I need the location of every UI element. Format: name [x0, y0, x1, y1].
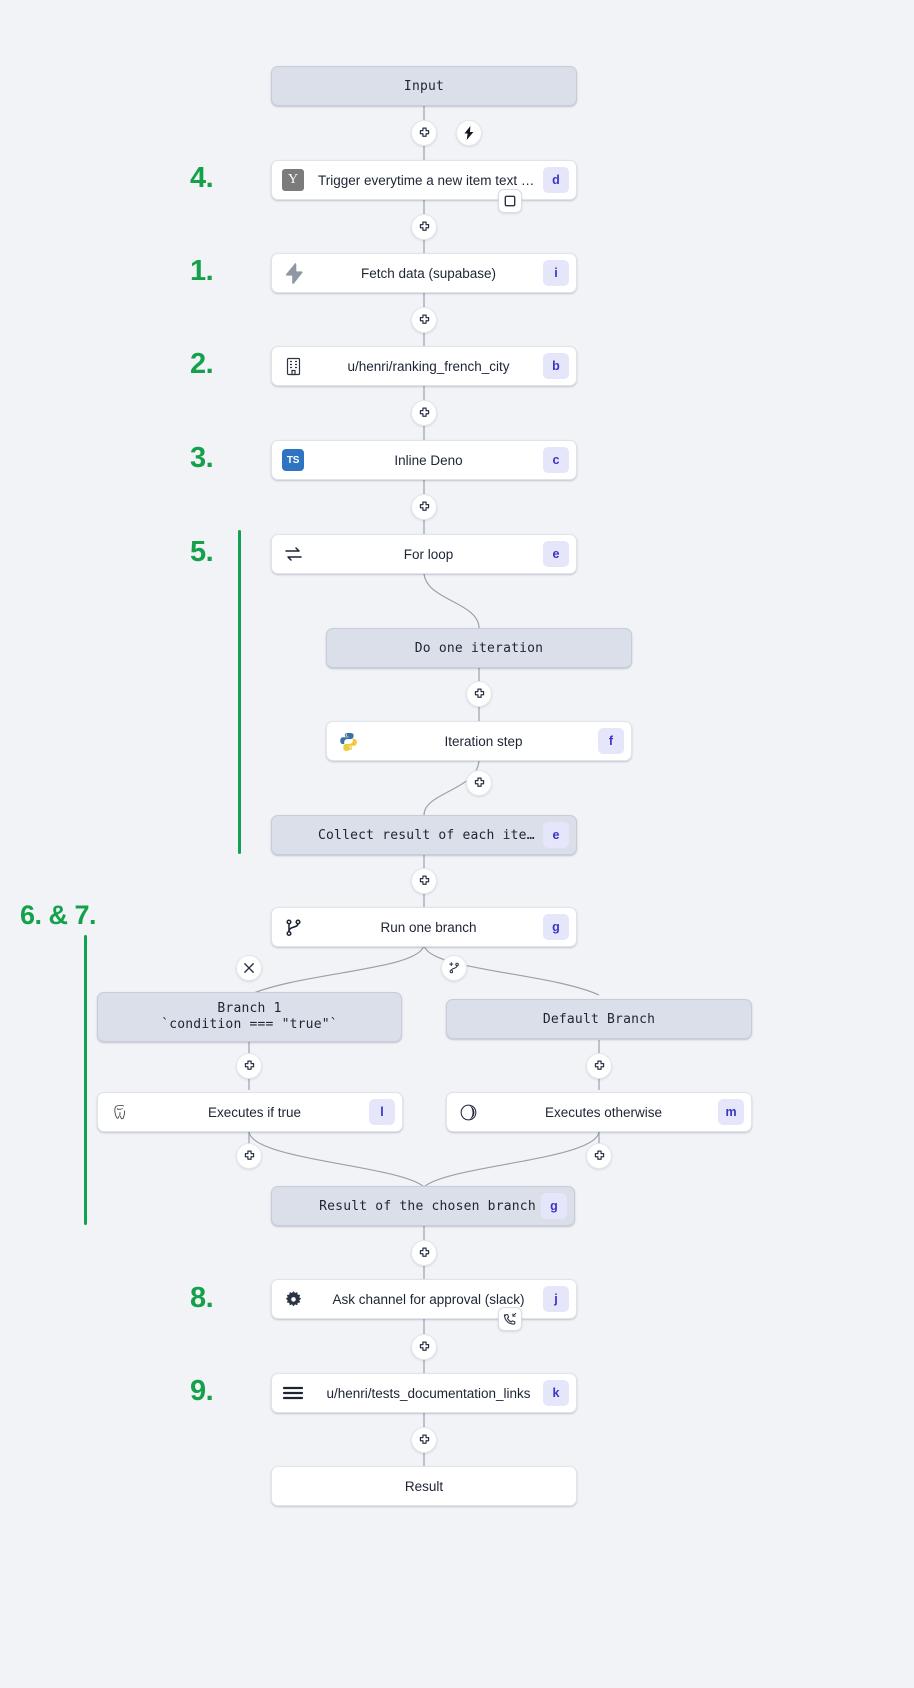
node-badge[interactable]: g: [541, 1193, 567, 1219]
node-badge[interactable]: k: [543, 1380, 569, 1406]
node-executes-if-true[interactable]: Executes if true l: [97, 1092, 403, 1132]
add-step-handle[interactable]: [411, 1240, 437, 1266]
add-step-handle[interactable]: [411, 400, 437, 426]
node-do-one-iteration[interactable]: Do one iteration: [326, 628, 632, 668]
add-step-handle[interactable]: [411, 307, 437, 333]
node-badge[interactable]: l: [369, 1099, 395, 1125]
node-label: Ask channel for approval (slack): [332, 1291, 525, 1307]
node-badge[interactable]: i: [543, 260, 569, 286]
node-for-loop[interactable]: For loop e: [271, 534, 577, 574]
slack-gear-icon: [272, 1289, 314, 1310]
node-result-of-chosen-branch[interactable]: Result of the chosen branch g: [271, 1186, 575, 1226]
branch-icon: [272, 918, 314, 937]
node-result[interactable]: Result: [271, 1466, 577, 1506]
add-step-handle[interactable]: [411, 494, 437, 520]
node-label: u/henri/ranking_french_city: [347, 358, 510, 374]
approval-call-icon[interactable]: [498, 1307, 522, 1331]
step-number-4: 4.: [190, 162, 214, 194]
node-label: For loop: [403, 546, 454, 562]
node-label: Input: [403, 78, 445, 94]
step-number-2: 2.: [190, 348, 214, 380]
branch-condition: `condition === "true"`: [161, 1017, 338, 1032]
node-label: Executes if true: [207, 1104, 302, 1120]
node-label: Fetch data (supabase): [360, 265, 497, 281]
node-label: Branch 1 `condition === "true"`: [140, 1001, 359, 1034]
node-badge[interactable]: g: [543, 914, 569, 940]
close-icon[interactable]: [236, 955, 262, 981]
add-step-handle[interactable]: [411, 120, 437, 146]
node-collect-result[interactable]: Collect result of each iteration e: [271, 815, 577, 855]
loop-icon: [272, 545, 314, 563]
node-label: Trigger everytime a new item text o…: [318, 172, 542, 188]
node-iteration-step[interactable]: Iteration step f: [326, 721, 632, 761]
lightning-icon[interactable]: [456, 120, 482, 146]
add-branch-icon[interactable]: [441, 955, 467, 981]
node-badge[interactable]: d: [543, 167, 569, 193]
add-step-handle[interactable]: [411, 1427, 437, 1453]
node-label: Result of the chosen branch: [319, 1198, 536, 1214]
node-badge[interactable]: c: [543, 447, 569, 473]
node-fetch-data[interactable]: Fetch data (supabase) i: [271, 253, 577, 293]
node-badge[interactable]: m: [718, 1099, 744, 1125]
add-step-handle[interactable]: [466, 770, 492, 796]
for-loop-rail: [238, 530, 241, 854]
node-label: Collect result of each iteration: [318, 827, 543, 843]
add-step-handle[interactable]: [236, 1143, 262, 1169]
typescript-chip-icon: TS: [272, 449, 314, 471]
node-branch-1[interactable]: Branch 1 `condition === "true"`: [97, 992, 402, 1042]
deno-icon: [447, 1103, 489, 1122]
node-badge[interactable]: e: [543, 541, 569, 567]
add-step-handle[interactable]: [236, 1053, 262, 1079]
add-step-handle[interactable]: [411, 1334, 437, 1360]
node-label: Inline Deno: [394, 452, 463, 468]
branch-title: Branch 1: [217, 1000, 282, 1016]
node-label: Default Branch: [542, 1011, 656, 1027]
step-number-9: 9.: [190, 1375, 214, 1407]
python-icon: [327, 732, 369, 751]
node-label: Result: [404, 1478, 444, 1494]
add-step-handle[interactable]: [586, 1053, 612, 1079]
node-ask-channel-for-approval[interactable]: Ask channel for approval (slack) j: [271, 1279, 577, 1319]
step-number-3: 3.: [190, 442, 214, 474]
hamburger-icon: [272, 1385, 314, 1401]
node-badge[interactable]: b: [543, 353, 569, 379]
yaml-chip-icon: Y: [272, 169, 314, 191]
node-default-branch[interactable]: Default Branch: [446, 999, 752, 1039]
step-number-6-and-7: 6. & 7.: [20, 900, 97, 930]
node-label: Executes otherwise: [544, 1104, 663, 1120]
add-step-handle[interactable]: [586, 1143, 612, 1169]
postgres-icon: [98, 1103, 140, 1122]
node-badge[interactable]: f: [598, 728, 624, 754]
node-executes-otherwise[interactable]: Executes otherwise m: [446, 1092, 752, 1132]
node-inline-deno[interactable]: TS Inline Deno c: [271, 440, 577, 480]
branch-rail: [84, 935, 87, 1225]
node-label: Iteration step: [444, 733, 523, 749]
stop-square-icon[interactable]: [498, 189, 522, 213]
node-input[interactable]: Input: [271, 66, 577, 106]
node-tests-documentation-links[interactable]: u/henri/tests_documentation_links k: [271, 1373, 577, 1413]
node-trigger[interactable]: Y Trigger everytime a new item text o… d: [271, 160, 577, 200]
add-step-handle[interactable]: [466, 681, 492, 707]
node-label: Run one branch: [380, 919, 477, 935]
node-label: u/henri/tests_documentation_links: [326, 1385, 531, 1401]
node-label: Do one iteration: [414, 640, 544, 656]
add-step-handle[interactable]: [411, 214, 437, 240]
step-number-5: 5.: [190, 536, 214, 568]
node-ranking-french-city[interactable]: u/henri/ranking_french_city b: [271, 346, 577, 386]
node-badge[interactable]: e: [543, 822, 569, 848]
building-icon: [272, 357, 314, 376]
supabase-bolt-icon: [272, 262, 314, 284]
step-number-1: 1.: [190, 255, 214, 287]
step-number-8: 8.: [190, 1282, 214, 1314]
add-step-handle[interactable]: [411, 868, 437, 894]
node-run-one-branch[interactable]: Run one branch g: [271, 907, 577, 947]
node-badge[interactable]: j: [543, 1286, 569, 1312]
